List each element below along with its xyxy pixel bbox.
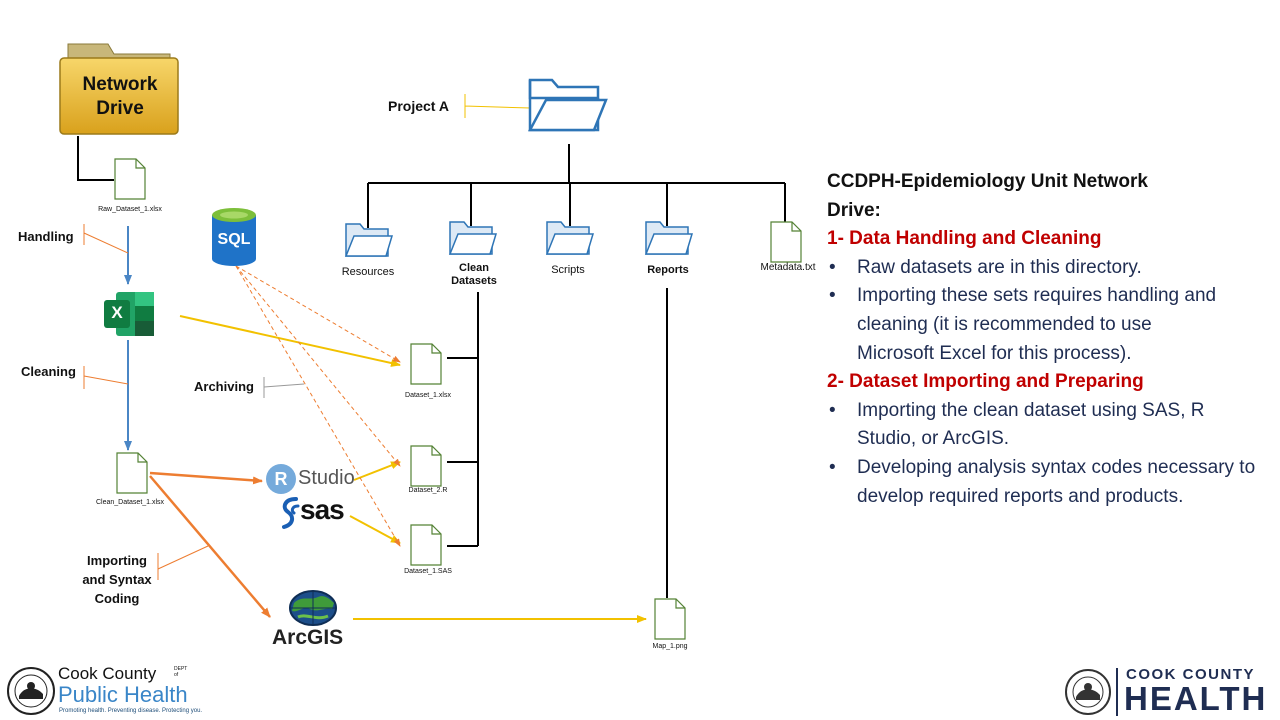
section1-bullet-1: Raw datasets are in this directory. (827, 254, 1267, 283)
scripts-label: Scripts (551, 264, 585, 276)
network-drive-folder: Network Drive (58, 40, 182, 137)
section1-bullet-2: Importing these sets requires handling a… (827, 282, 1267, 368)
map-label: Map_1.png (652, 643, 688, 650)
sas-swirl-icon (282, 497, 300, 529)
raw-dataset-file-icon[interactable] (114, 158, 146, 200)
clean-datasets-line1: Clean (459, 262, 489, 274)
network-drive-line2: Drive (96, 98, 144, 119)
rstudio-r-letter: R (274, 469, 288, 489)
county-seal-icon (7, 667, 55, 715)
network-drive-line1: Network (82, 74, 158, 95)
sql-archive-line-2 (235, 265, 401, 467)
cleaning-label: Cleaning (21, 364, 76, 379)
health-caps: HEALTH (1124, 680, 1268, 717)
section1-title: 1- Data Handling and Cleaning (827, 228, 1102, 250)
importing-line2: and Syntax (82, 572, 152, 587)
excel-to-dataset-xlsx-arrow (179, 315, 401, 367)
dataset-sas-file-icon[interactable] (410, 524, 442, 566)
folder-icon (59, 43, 179, 135)
cook-county-health-logo: COOK COUNTY HEALTH (1064, 666, 1276, 718)
dataset-xlsx-label: Dataset_1.xlsx (405, 392, 451, 399)
clean-to-rstudio-arrow (149, 471, 263, 485)
rstudio-to-dataset-r-arrow (353, 461, 401, 481)
clean-datasets-line2: Datasets (451, 275, 497, 287)
description-panel: CCDPH-Epidemiology Unit Network Drive: 1… (827, 168, 1267, 511)
project-callout (464, 94, 531, 118)
metadata-label: Metadata.txt (760, 262, 816, 273)
importing-line1: Importing (87, 553, 147, 568)
dataset-r-label: Dataset_2.R (408, 487, 448, 494)
sas-to-dataset-sas-arrow (349, 515, 401, 544)
dataset-xlsx-file-icon[interactable] (410, 343, 442, 385)
project-label: Project A (388, 98, 449, 114)
public-health-text: Public Health (58, 682, 188, 707)
rstudio-logo: R Studio (266, 464, 358, 494)
description-heading-line1: CCDPH-Epidemiology Unit Network (827, 171, 1148, 192)
map-file-icon[interactable] (654, 598, 686, 640)
description-heading-line2: Drive: (827, 199, 881, 221)
project-folder-icon[interactable] (526, 74, 610, 136)
handling-label: Handling (18, 229, 74, 244)
clean-dataset-file-icon[interactable] (116, 452, 148, 494)
clean-datasets-label: Clean Datasets (438, 262, 510, 288)
resources-label: Resources (341, 266, 395, 278)
logo-divider (1116, 668, 1118, 716)
archiving-label: Archiving (194, 379, 254, 394)
section2-bullet-1: Importing the clean dataset using SAS, R… (827, 397, 1267, 454)
importing-line3: Coding (94, 591, 140, 606)
handling-callout (83, 224, 129, 254)
section2-bullet-2: Developing analysis syntax codes necessa… (827, 454, 1267, 511)
cook-county-public-health-logo: Cook County DEPT of Public Health Promot… (6, 664, 206, 718)
reports-label: Reports (647, 264, 689, 276)
dataset-r-file-icon[interactable] (410, 445, 442, 487)
section2-bullets: Importing the clean dataset using SAS, R… (827, 397, 1267, 511)
county-seal-icon-right (1065, 669, 1111, 715)
excel-icon: X (102, 290, 156, 338)
tagline-text: Promoting health. Preventing disease. Pr… (59, 708, 203, 714)
rstudio-text: Studio (298, 467, 355, 489)
section2-title: 2- Dataset Importing and Preparing (827, 371, 1144, 393)
importing-label: Importing and Syntax Coding (72, 551, 162, 608)
cleaning-callout (83, 366, 129, 389)
importing-callout (157, 545, 209, 580)
metadata-file-icon[interactable] (770, 221, 802, 263)
sql-archive-line-3 (235, 265, 401, 547)
excel-x-glyph: X (111, 303, 123, 322)
resources-folder-icon[interactable] (344, 222, 394, 260)
reports-folder-icon[interactable] (644, 220, 694, 258)
cook-county-caps: COOK COUNTY (1126, 666, 1255, 683)
sas-logo: sas (278, 494, 354, 530)
scripts-folder-icon[interactable] (545, 220, 595, 258)
cook-county-text: Cook County (58, 664, 157, 683)
dept-of-text: DEPT of (174, 666, 188, 678)
raw-dataset-label: Raw_Dataset_1.xlsx (98, 206, 162, 213)
clean-dataset-label: Clean_Dataset_1.xlsx (95, 499, 165, 506)
drive-to-raw-connector (77, 136, 114, 181)
clean-datasets-bracket (447, 292, 479, 547)
sql-database-icon: SQL (210, 207, 258, 267)
arcgis-label: ArcGIS (272, 626, 344, 649)
archiving-callout (263, 377, 305, 398)
clean-datasets-folder-icon[interactable] (448, 220, 498, 258)
clean-to-arcgis-arrow (149, 475, 271, 618)
sql-label: SQL (217, 231, 251, 248)
section1-bullets: Raw datasets are in this directory. Impo… (827, 254, 1267, 368)
arcgis-globe-icon (289, 590, 337, 626)
sql-archive-line-1 (235, 265, 401, 363)
dataset-sas-label: Dataset_1.SAS (404, 568, 452, 575)
sas-text: sas (300, 494, 345, 525)
rstudio-r-badge (266, 464, 296, 494)
